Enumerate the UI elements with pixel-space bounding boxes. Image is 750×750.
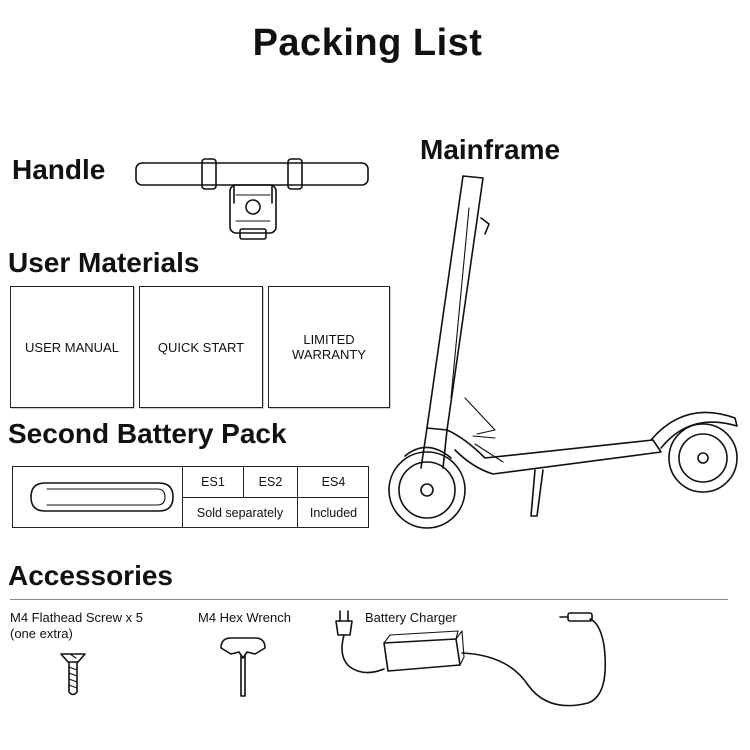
- model-es2: ES2: [258, 475, 283, 489]
- accessories-heading: Accessories: [8, 560, 174, 591]
- handle-heading: Handle: [12, 154, 106, 185]
- warranty-label-line1: LIMITED: [303, 332, 355, 347]
- screw-note: (one extra): [10, 626, 73, 641]
- battery-charger-icon: [335, 610, 607, 707]
- divider: [10, 599, 728, 600]
- page-title: Packing List: [252, 22, 483, 64]
- screw-icon: [60, 653, 86, 696]
- limited-warranty-card: LIMITED WARRANTY: [268, 286, 390, 408]
- quick-start-label: QUICK START: [157, 339, 245, 355]
- included-cell: Included: [309, 505, 358, 520]
- scooter-icon: [388, 175, 738, 529]
- battery-pack-icon: [30, 482, 174, 512]
- sold-separately-cell: Sold separately: [196, 505, 284, 520]
- battery-heading: Second Battery Pack: [8, 418, 287, 449]
- quick-start-card: QUICK START: [139, 286, 263, 408]
- screw-label: M4 Flathead Screw x 5: [10, 610, 143, 625]
- warranty-label-line2: WARRANTY: [292, 347, 366, 362]
- mainframe-heading: Mainframe: [420, 134, 561, 165]
- user-materials-heading: User Materials: [8, 247, 200, 278]
- model-es4: ES4: [321, 475, 346, 489]
- model-es1: ES1: [201, 475, 225, 489]
- hex-wrench-icon: [220, 637, 266, 697]
- user-manual-card: USER MANUAL: [10, 286, 134, 408]
- user-manual-label: USER MANUAL: [25, 339, 119, 355]
- battery-table: ES1 ES2 ES4 Sold separately Included: [12, 466, 369, 528]
- charger-label: Battery Charger: [365, 610, 457, 625]
- handlebar-icon: [135, 158, 369, 240]
- wrench-label: M4 Hex Wrench: [198, 610, 291, 625]
